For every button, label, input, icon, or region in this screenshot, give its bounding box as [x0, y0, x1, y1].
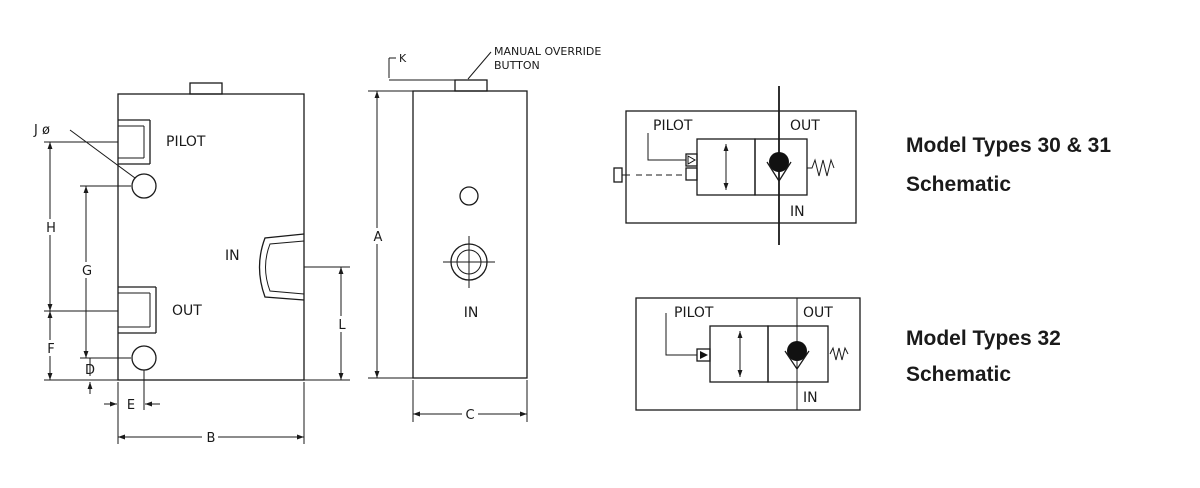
schematic-top: PILOT OUT IN [613, 86, 857, 245]
captions: Model Types 30 & 31 Schematic Model Type… [906, 134, 1111, 386]
schem-top-in: IN [790, 204, 805, 220]
dimension-e: E [104, 398, 160, 413]
dimension-b: B [118, 430, 304, 446]
out-port [118, 286, 157, 334]
dim-label-c: C [465, 408, 474, 423]
front-label-in: IN [464, 305, 479, 321]
dimension-l: L [334, 267, 348, 380]
side-view-top-boss [189, 82, 223, 95]
caption-top-line1: Model Types 30 & 31 [906, 134, 1111, 157]
label-j-diameter: J ø [33, 123, 50, 138]
label-in: IN [225, 248, 240, 264]
schematic-top-frame [625, 110, 857, 224]
dim-label-b: B [207, 431, 216, 446]
front-in-port [443, 236, 495, 288]
pilot-port [118, 119, 151, 165]
dimension-f: F [43, 311, 57, 380]
front-small-hole [459, 186, 479, 206]
caption-top-line2: Schematic [906, 173, 1011, 196]
label-pilot: PILOT [166, 134, 206, 150]
dim-label-f: F [47, 342, 54, 357]
dimension-a: A [368, 90, 413, 379]
schem-bottom-out: OUT [803, 305, 833, 321]
mounting-hole-upper [131, 173, 157, 199]
caption-bottom-line2: Schematic [906, 363, 1011, 386]
front-view-body [412, 90, 528, 379]
label-out: OUT [172, 303, 202, 319]
dimension-d: D [85, 358, 95, 394]
dimension-h: H [43, 142, 57, 311]
dim-label-d: D [85, 363, 95, 378]
front-view: K MANUAL OVERRIDE BUTTON A IN [368, 45, 601, 423]
in-port [258, 233, 305, 301]
dim-label-e: E [127, 398, 135, 413]
schem-bottom-pilot: PILOT [674, 305, 714, 321]
manual-override-button [454, 79, 488, 92]
schem-bottom-in: IN [803, 390, 818, 406]
dim-label-k: K [399, 52, 407, 65]
dim-label-h: H [46, 221, 56, 236]
mounting-hole-lower [131, 345, 157, 371]
dim-label-g: G [82, 264, 92, 279]
callout-line1: MANUAL OVERRIDE [494, 45, 601, 58]
dimension-k: K [388, 52, 455, 81]
dim-label-l: L [338, 318, 346, 333]
schematic-bottom-frame [635, 297, 861, 411]
manual-override-callout: MANUAL OVERRIDE BUTTON [467, 45, 601, 80]
dimension-c: C [412, 380, 528, 423]
schematic-bottom: PILOT OUT IN [635, 297, 861, 411]
dim-label-a: A [374, 230, 383, 245]
schem-top-out: OUT [790, 118, 820, 134]
dimension-g: G [79, 186, 93, 358]
callout-line2: BUTTON [494, 59, 540, 72]
j-leader-line [69, 129, 136, 179]
schem-top-pilot: PILOT [653, 118, 693, 134]
side-view: J ø PILOT OUT IN H G F [33, 82, 350, 446]
caption-bottom-line1: Model Types 32 [906, 327, 1061, 350]
